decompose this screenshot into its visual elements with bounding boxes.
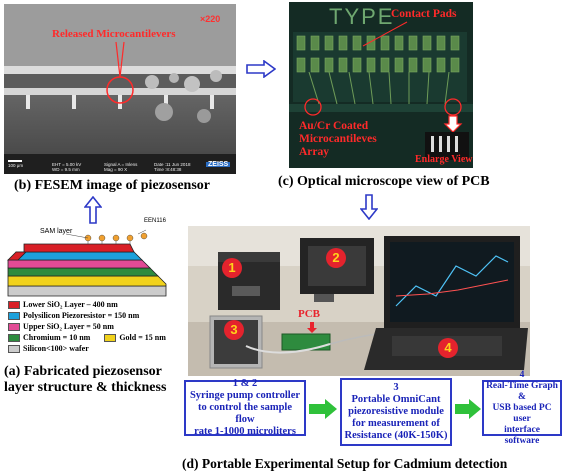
- down-arrow-icon: [360, 194, 378, 220]
- box-2-line-4: Resistance (40K-150K): [344, 430, 448, 441]
- magnification-tag: ×220: [200, 14, 221, 24]
- legend-silicon: Silicon<100> wafer: [8, 344, 89, 354]
- box-2-line-3: for measurement of: [352, 418, 440, 429]
- released-microcantilevers-label: Released Microcantilevers: [52, 28, 176, 40]
- setup-scene: [188, 226, 530, 376]
- coated-microcantilevers-label: Au/Cr Coated Microcantileves Array: [299, 120, 377, 159]
- contact-pads-label: Contact Pads: [391, 8, 457, 20]
- legend-swatch: [8, 345, 20, 354]
- flow-arrow-1-icon: [309, 399, 337, 419]
- coated-line-2: Microcantileves: [299, 133, 377, 145]
- omnicant-module-box: 3 Portable OmniCant piezoresistive modul…: [340, 378, 452, 446]
- marker-1: 1: [222, 258, 242, 278]
- flow-arrow-2-icon: [455, 399, 481, 419]
- up-arrow-icon: [84, 196, 102, 224]
- type-text: TYPE: [329, 4, 395, 29]
- legend-chromium-gold: Chromium = 10 nm Gold = 15 nm: [8, 333, 166, 343]
- box-3-line-1: Real-Time Graph &: [486, 380, 558, 402]
- box-3-line-3: interface software: [504, 424, 540, 446]
- optical-microscope-image: TYPE Contact Pads Au/Cr Coated Microcant…: [289, 2, 473, 168]
- legend-swatch: [8, 312, 20, 321]
- box-1-line-3: rate 1-1000 microliters: [194, 426, 296, 437]
- marker-3: 3: [224, 320, 244, 340]
- layer-caption: (a) Fabricated piezosensor layer structu…: [4, 364, 166, 396]
- marker-2: 2: [326, 248, 346, 268]
- box-2-line-2: piezoresistive module: [348, 406, 444, 417]
- experimental-setup-photo: 1 2 3 4 PCB: [188, 226, 530, 376]
- sem-eht: EHT = 5.00 kV: [52, 162, 82, 167]
- sem-signal: Signal A = Inlens: [104, 162, 138, 167]
- layer-stack-diagram: [7, 229, 167, 297]
- box-1-title: 1 & 2: [232, 378, 258, 389]
- box-3-line-2: USB based PC user: [492, 402, 552, 424]
- sem-wd: WD = 9.5 mm: [52, 167, 80, 172]
- right-arrow-icon: [246, 60, 276, 78]
- optical-caption: (c) Optical microscope view of PCB: [278, 174, 490, 189]
- sem-time: Time :8:48:38: [154, 167, 182, 172]
- pcb-arrow-icon: [307, 322, 317, 333]
- fesem-micrograph: [4, 4, 236, 174]
- pcb-label: PCB: [298, 308, 320, 320]
- enlarge-view-label: Enlarge View: [415, 154, 473, 165]
- een116-label: EEN116: [144, 218, 166, 224]
- coated-line-3: Array: [299, 146, 330, 158]
- zeiss-logo: ZEISS: [206, 161, 231, 168]
- sam-layer-label: SAM layer: [40, 228, 73, 235]
- syringe-pump-box: 1 & 2 Syringe pump controller to control…: [184, 378, 306, 437]
- legend-upper-sio2: Upper SiO₂ Layer = 50 nm: [8, 322, 114, 332]
- legend-swatch: [8, 334, 20, 343]
- box-1-line-2: to control the sample flow: [197, 402, 292, 425]
- layer-caption-line-1: (a) Fabricated piezosensor: [4, 364, 162, 379]
- box-2-title: 3: [393, 382, 399, 393]
- sem-mag: Mag = 90 X: [104, 167, 128, 172]
- sem-date: Date :11 Jun 2018: [154, 162, 191, 167]
- legend-lower-sio2: Lower SiO₂ Layer – 400 nm: [8, 300, 118, 310]
- legend-swatch: [8, 301, 20, 310]
- setup-caption: (d) Portable Experimental Setup for Cadm…: [182, 456, 508, 471]
- box-1-line-1: Syringe pump controller: [189, 390, 301, 401]
- layer-caption-line-2: layer structure & thickness: [4, 380, 167, 395]
- realtime-graph-box: 4 Real-Time Graph & USB based PC user in…: [482, 370, 562, 446]
- coated-line-1: Au/Cr Coated: [299, 120, 369, 132]
- box-3-title: 4: [519, 369, 525, 380]
- pcb-photo: [289, 2, 473, 168]
- legend-polysilicon: Polysilicon Piezoresistor = 150 nm: [8, 311, 139, 321]
- box-2-line-1: Portable OmniCant: [351, 394, 441, 405]
- sem-scale: 100 μm: [8, 163, 24, 168]
- legend-swatch: [104, 334, 117, 343]
- fesem-caption: (b) FESEM image of piezosensor: [14, 178, 210, 193]
- fesem-image: Released Microcantilevers ×220 100 μm EH…: [4, 4, 236, 174]
- marker-4: 4: [438, 338, 458, 358]
- legend-swatch: [8, 323, 20, 332]
